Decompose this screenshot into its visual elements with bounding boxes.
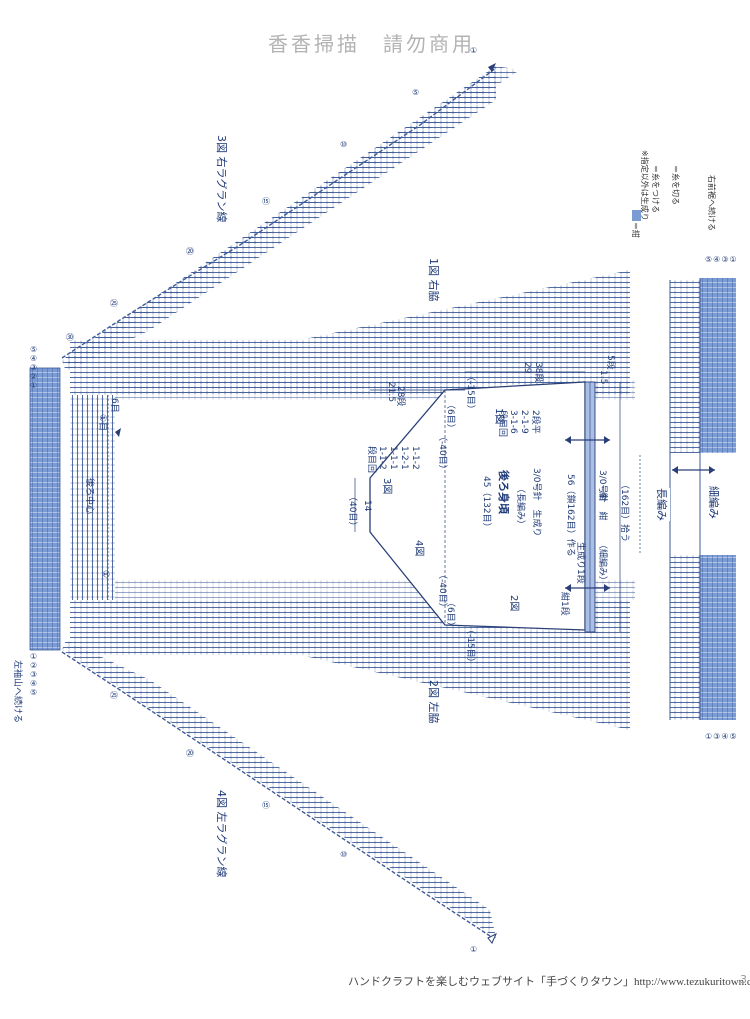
side-shaping-top	[300, 270, 630, 340]
row-marker: ⑳	[186, 749, 194, 758]
height-right-rows: 38段	[533, 362, 543, 383]
row-marker: ③	[30, 363, 38, 372]
back-center-label: 後ろ中心	[84, 478, 94, 515]
legend-item-navy: ＝紺	[631, 222, 640, 238]
row-marker: ①	[30, 381, 38, 390]
height-right: 29	[522, 362, 532, 374]
schematic-needle: 3/0号針 生成り	[531, 468, 541, 537]
fig3-sixth-stitch: 6目	[109, 398, 119, 413]
legend-item-cut: ＝糸を切る	[671, 165, 680, 205]
row-marker: ⑩	[340, 850, 348, 859]
row-marker: ㉕	[110, 299, 118, 308]
height-left-rows: 28段	[395, 386, 405, 407]
row-markers-right-bottom: ① ③ ④ ⑤	[705, 732, 737, 741]
row-marker: ①	[470, 46, 478, 55]
row-marker: ①	[470, 945, 478, 954]
hem-navy-bottom	[700, 555, 736, 720]
fig3-raglan-body	[62, 66, 496, 372]
fig3-label: 3図 右ラグラン線	[215, 135, 228, 223]
schematic-hem-band: （細編み）	[597, 540, 607, 586]
row-marker: ㉕	[110, 691, 118, 700]
row-marker: ⑤	[30, 688, 38, 697]
fig4-label: 4図 左ラグラン線	[215, 790, 228, 878]
schematic-width: 45（132目）	[481, 476, 491, 532]
fig2-label: 2図 左脇	[427, 680, 440, 724]
back-schematic	[354, 371, 621, 633]
raglan-rule: 1-1-2 1-2-1 1-1-1 1-1-2 段目回	[366, 446, 420, 474]
schematic-title: 後ろ身頃	[497, 470, 510, 514]
row-marker: ⑤	[30, 345, 38, 354]
row-marker: ④	[30, 354, 38, 363]
ivory-row: 生成り1段	[575, 542, 585, 584]
left-navy-band	[30, 368, 60, 650]
page-number: 3	[740, 973, 747, 986]
side-shaping-bottom	[300, 655, 630, 730]
to-right-front-label: 右前裾へ続ける	[707, 175, 716, 231]
navy-row: 紺1段	[559, 592, 569, 616]
row-marker: ⑤	[729, 732, 737, 741]
center-marker: ①	[100, 570, 110, 579]
row-markers-right-top: ⑤ ④ ③ ①	[705, 255, 737, 264]
row-marker: ③	[30, 670, 38, 679]
row-marker: ②	[30, 661, 38, 670]
row-marker: ⑳	[186, 247, 194, 256]
to-left-sleeve-label: 左袖山へ続ける	[12, 660, 22, 724]
fig4-raglan-body	[62, 640, 496, 938]
row-markers-top: ⑤ ④ ③ ② ①	[30, 345, 37, 390]
legend-navy-swatch	[632, 210, 641, 221]
dec-bot-right: （-15目）	[465, 625, 475, 667]
fig1-label: 1図 右脇	[427, 258, 440, 302]
row-marker: ⑮	[262, 801, 270, 810]
row-markers-bottom: ① ② ③ ④ ⑤	[30, 652, 37, 697]
row-marker: ④	[721, 732, 729, 741]
row-marker: ⑤	[705, 255, 713, 264]
row-marker: ④	[713, 255, 721, 264]
legend-item-attach: ＝糸をつける	[651, 165, 660, 213]
row-marker: ③	[713, 732, 721, 741]
navy-short: 紺	[597, 492, 607, 502]
schematic-fig3: 3図	[381, 478, 392, 495]
fig3-first-stitch: ①目	[97, 414, 107, 432]
row-marker: ①	[729, 255, 737, 264]
dec-top-left: （-40目）	[437, 432, 447, 474]
schematic-fig4: 4図	[413, 540, 424, 557]
long-stitch-label: 長編み	[654, 488, 670, 521]
row-marker: ④	[30, 679, 38, 688]
band-rows: 5段	[605, 355, 615, 370]
back-body-center	[70, 395, 115, 600]
fig4-raglan-edge	[61, 651, 491, 937]
dec-top-right: （-15目）	[465, 372, 475, 414]
footer-text: ハンドクラフトを楽しむウェブサイト「手づくりタウン」http://www.tez…	[348, 976, 750, 988]
row-marker: ⑤	[412, 88, 420, 97]
schematic-subtitle: （長編み）	[515, 484, 525, 530]
row-marker: ①	[30, 652, 38, 661]
row-marker: ㉚	[66, 333, 74, 342]
schematic-hem-st: （162目）拾う	[619, 480, 629, 543]
short-stitch-label: 細編み	[706, 486, 722, 519]
row-marker: ③	[721, 255, 729, 264]
six-top: （6目）	[445, 400, 455, 433]
six-bot: （6目）	[445, 598, 455, 631]
row-marker: ⑮	[262, 197, 270, 206]
hem-navy-top	[700, 278, 736, 453]
watermark: 香香掃描 請勿商用	[268, 32, 475, 56]
schematic-top-width: 14	[362, 500, 372, 512]
schematic-fig2: 2図	[508, 595, 519, 612]
band-height: 1.5	[598, 370, 608, 385]
side-rule: 2段平 2-1-9 3-1-6 段目回	[497, 410, 540, 438]
row-marker: ①	[705, 732, 713, 741]
row-marker: ②	[30, 372, 38, 381]
schematic-top-width-st: （40目）	[347, 492, 357, 531]
row-marker: ⑩	[340, 140, 348, 149]
